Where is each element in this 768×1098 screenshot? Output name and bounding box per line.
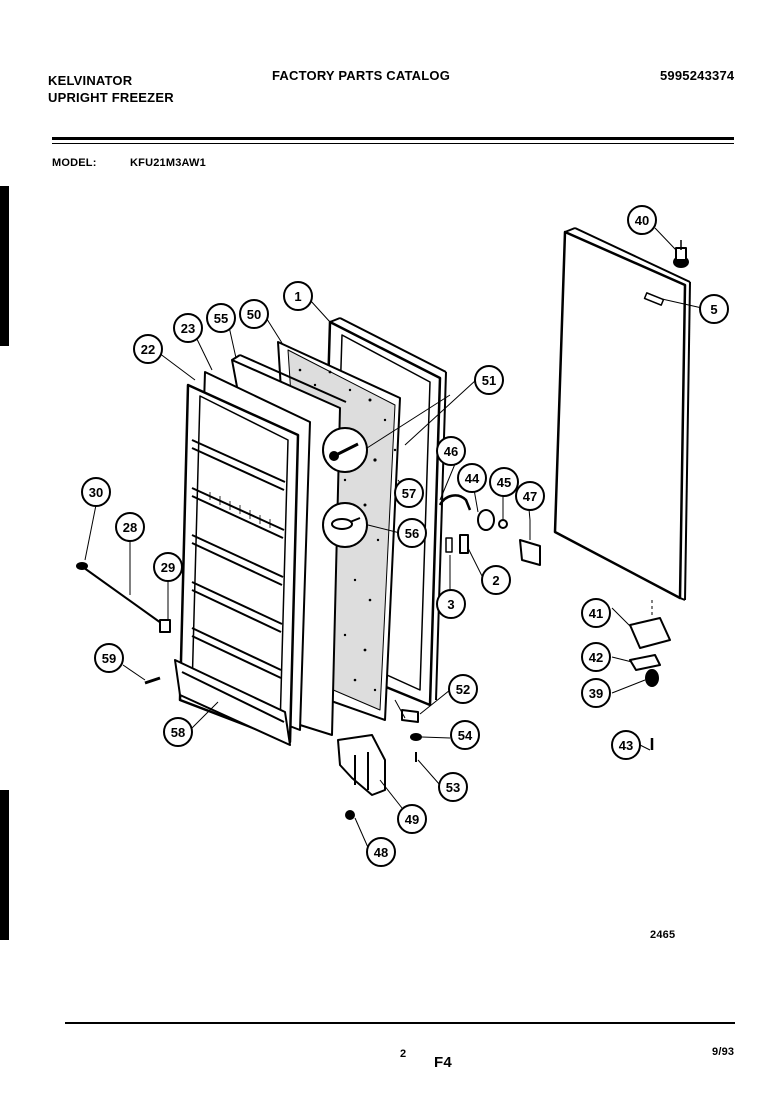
callout-59: 59 xyxy=(94,643,124,673)
small-parts-2-3 xyxy=(445,534,469,554)
page-number: 2 xyxy=(400,1048,407,1060)
footer-rule xyxy=(65,1022,735,1024)
door-panel xyxy=(553,227,691,601)
callout-22-label: 22 xyxy=(141,342,155,357)
header-rule-thick xyxy=(52,137,734,140)
callout-2: 2 xyxy=(481,565,511,595)
callout-53-label: 53 xyxy=(446,780,460,795)
callout-42: 42 xyxy=(581,642,611,672)
callout-49: 49 xyxy=(397,804,427,834)
callout-51: 51 xyxy=(474,365,504,395)
door-handle-assembly xyxy=(438,494,541,566)
callout-55-label: 55 xyxy=(214,311,228,326)
callout-45-label: 45 xyxy=(497,475,511,490)
callout-5: 5 xyxy=(699,294,729,324)
callout-42-label: 42 xyxy=(589,650,603,665)
screw-detail-upper xyxy=(322,394,451,473)
bracket-49 xyxy=(337,734,386,820)
callout-56: 56 xyxy=(397,518,427,548)
callout-41-label: 41 xyxy=(589,606,603,621)
catalog-number: 5995243374 xyxy=(660,68,735,83)
callout-47: 47 xyxy=(515,481,545,511)
callout-47-label: 47 xyxy=(523,489,537,504)
scan-edge-mark-bottom xyxy=(0,790,9,940)
callout-57-label: 57 xyxy=(402,486,416,501)
callout-55: 55 xyxy=(206,303,236,333)
part-40-bushing xyxy=(673,240,689,268)
callout-23: 23 xyxy=(173,313,203,343)
section-code: F4 xyxy=(434,1054,452,1071)
callout-51-label: 51 xyxy=(482,373,496,388)
drawing-number: 2465 xyxy=(650,929,676,941)
callout-41: 41 xyxy=(581,598,611,628)
callout-43-label: 43 xyxy=(619,738,633,753)
callout-44: 44 xyxy=(457,463,487,493)
callout-1: 1 xyxy=(283,281,313,311)
callout-46-label: 46 xyxy=(444,444,458,459)
callout-28-label: 28 xyxy=(123,520,137,535)
callout-50: 50 xyxy=(239,299,269,329)
callout-49-label: 49 xyxy=(405,812,419,827)
scan-edge-mark-top xyxy=(0,186,9,346)
callout-3-label: 3 xyxy=(447,597,454,612)
callout-30: 30 xyxy=(81,477,111,507)
header-rule-thin xyxy=(52,143,734,144)
product-name: UPRIGHT FREEZER xyxy=(48,90,174,105)
callout-54-label: 54 xyxy=(458,728,473,743)
callout-5-label: 5 xyxy=(710,302,717,317)
callout-48: 48 xyxy=(366,837,396,867)
callout-23-label: 23 xyxy=(181,321,195,336)
screw-59 xyxy=(144,676,161,685)
lower-hinge-assembly xyxy=(629,600,671,750)
bottom-grille xyxy=(174,659,291,746)
callout-22: 22 xyxy=(133,334,163,364)
callout-29-label: 29 xyxy=(161,560,175,575)
callout-54: 54 xyxy=(450,720,480,750)
callout-50-label: 50 xyxy=(247,307,261,322)
callout-48-label: 48 xyxy=(374,845,388,860)
callout-bubbles: 1 2 3 5 22 23 28 29 30 39 40 41 42 43 44… xyxy=(81,205,729,867)
model-label: MODEL: xyxy=(52,157,97,169)
screw-detail-lower xyxy=(322,502,368,548)
callout-52-label: 52 xyxy=(456,682,470,697)
callout-30-label: 30 xyxy=(89,485,103,500)
callout-29: 29 xyxy=(153,552,183,582)
callout-40-label: 40 xyxy=(635,213,649,228)
hinge-rod xyxy=(76,562,171,633)
callout-28: 28 xyxy=(115,512,145,542)
callout-52: 52 xyxy=(448,674,478,704)
callout-53: 53 xyxy=(438,772,468,802)
callout-1-label: 1 xyxy=(294,289,301,304)
callout-59-label: 59 xyxy=(102,651,116,666)
callout-43: 43 xyxy=(611,730,641,760)
callout-44-label: 44 xyxy=(465,471,480,486)
callout-39: 39 xyxy=(581,678,611,708)
catalog-title: FACTORY PARTS CATALOG xyxy=(272,68,451,83)
revision-date: 9/93 xyxy=(712,1046,735,1058)
callout-58-label: 58 xyxy=(171,725,185,740)
callout-46: 46 xyxy=(436,436,466,466)
callout-45: 45 xyxy=(489,467,519,497)
model-number: KFU21M3AW1 xyxy=(130,157,206,169)
callout-57: 57 xyxy=(394,478,424,508)
hinge-bottom-parts xyxy=(394,699,422,762)
callout-3: 3 xyxy=(436,589,466,619)
callout-2-label: 2 xyxy=(492,573,499,588)
callout-39-label: 39 xyxy=(589,686,603,701)
callout-58: 58 xyxy=(163,717,193,747)
brand-name: KELVINATOR xyxy=(48,73,133,88)
callout-56-label: 56 xyxy=(405,526,419,541)
door-liner xyxy=(178,383,300,744)
callout-40: 40 xyxy=(627,205,657,235)
